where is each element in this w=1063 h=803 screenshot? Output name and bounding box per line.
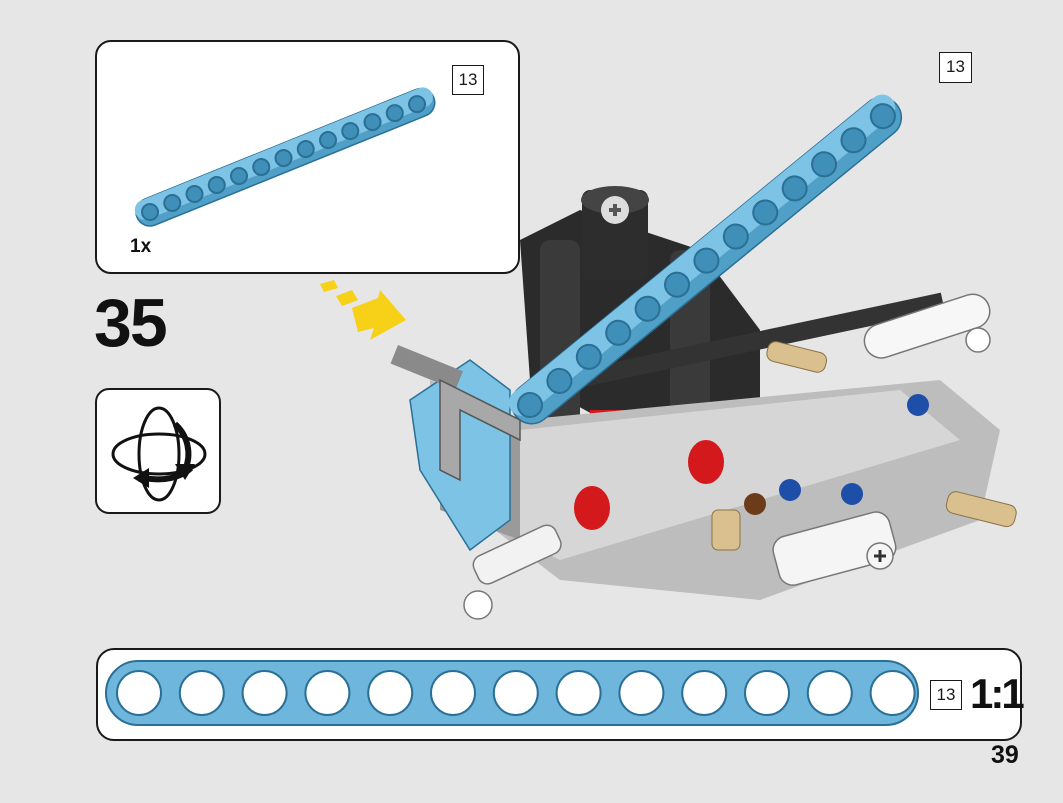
white-pin-connector [463, 524, 562, 620]
red-connector [590, 410, 646, 446]
page-number: 39 [991, 741, 1019, 769]
beam-hole [546, 367, 573, 394]
beam-hole [575, 343, 602, 370]
beam-hole [781, 175, 808, 202]
beam-hole [840, 127, 867, 154]
white-beam-right [863, 293, 991, 359]
blue-pins [744, 394, 929, 515]
blue-axle-part [409, 359, 511, 552]
grey-axle [390, 345, 463, 390]
grey-angle-connector [439, 378, 521, 482]
rotate-indicator [95, 388, 221, 514]
tan-pins [711, 341, 1017, 551]
assembly-length-badge: 13 [939, 52, 972, 83]
beam-hole [693, 247, 720, 274]
part-quantity: 1x [130, 236, 152, 257]
black-rod [530, 292, 945, 398]
beam-hole [752, 199, 779, 226]
beam-hole [664, 271, 691, 298]
beam-hole [634, 295, 661, 322]
red-bushings [574, 440, 724, 530]
insert-arrow-icon [320, 280, 406, 340]
gear-part [581, 186, 649, 280]
beam-hole [869, 103, 896, 130]
beam-hole [517, 392, 543, 418]
callout-length-badge: 13 [452, 65, 484, 95]
dark-frame [520, 210, 760, 440]
chassis [430, 380, 1000, 600]
placed-beam [508, 94, 903, 425]
beam-hole [811, 151, 838, 178]
scale-label: 1:1 [970, 670, 1025, 717]
step-number: 35 [94, 285, 168, 361]
scale-ruler [96, 648, 1022, 741]
beam-hole [605, 319, 632, 346]
white-beam-bottom [772, 511, 897, 586]
beam-hole [722, 223, 749, 250]
ruler-length-badge: 13 [930, 680, 962, 710]
rotate-model-icon [111, 406, 207, 502]
